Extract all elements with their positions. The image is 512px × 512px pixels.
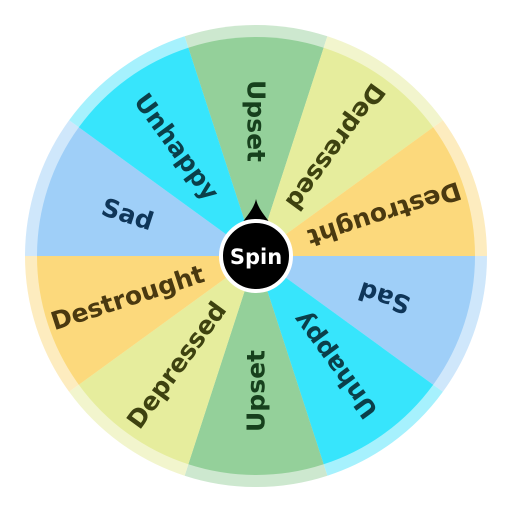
- spin-button[interactable]: Spin: [219, 199, 293, 293]
- wheel-segment[interactable]: [37, 127, 256, 257]
- wheel-segment[interactable]: [78, 47, 256, 256]
- wheel-segment[interactable]: [256, 47, 434, 256]
- wheel-segment[interactable]: [78, 256, 256, 465]
- spin-button-label[interactable]: Spin: [230, 245, 282, 269]
- wheel-segment-label: Upset: [242, 350, 271, 432]
- wheel-segment[interactable]: [256, 256, 434, 465]
- wheel-segment[interactable]: [188, 36, 324, 256]
- wheel-segments[interactable]: [37, 36, 475, 475]
- wheel-segment-label: Upset: [242, 80, 271, 162]
- wheel-segment[interactable]: [256, 127, 475, 257]
- wheel-segment[interactable]: [188, 256, 324, 475]
- wheel-segment[interactable]: [37, 256, 256, 385]
- spin-button-circle[interactable]: [219, 219, 293, 293]
- wheel-segment[interactable]: [256, 256, 475, 385]
